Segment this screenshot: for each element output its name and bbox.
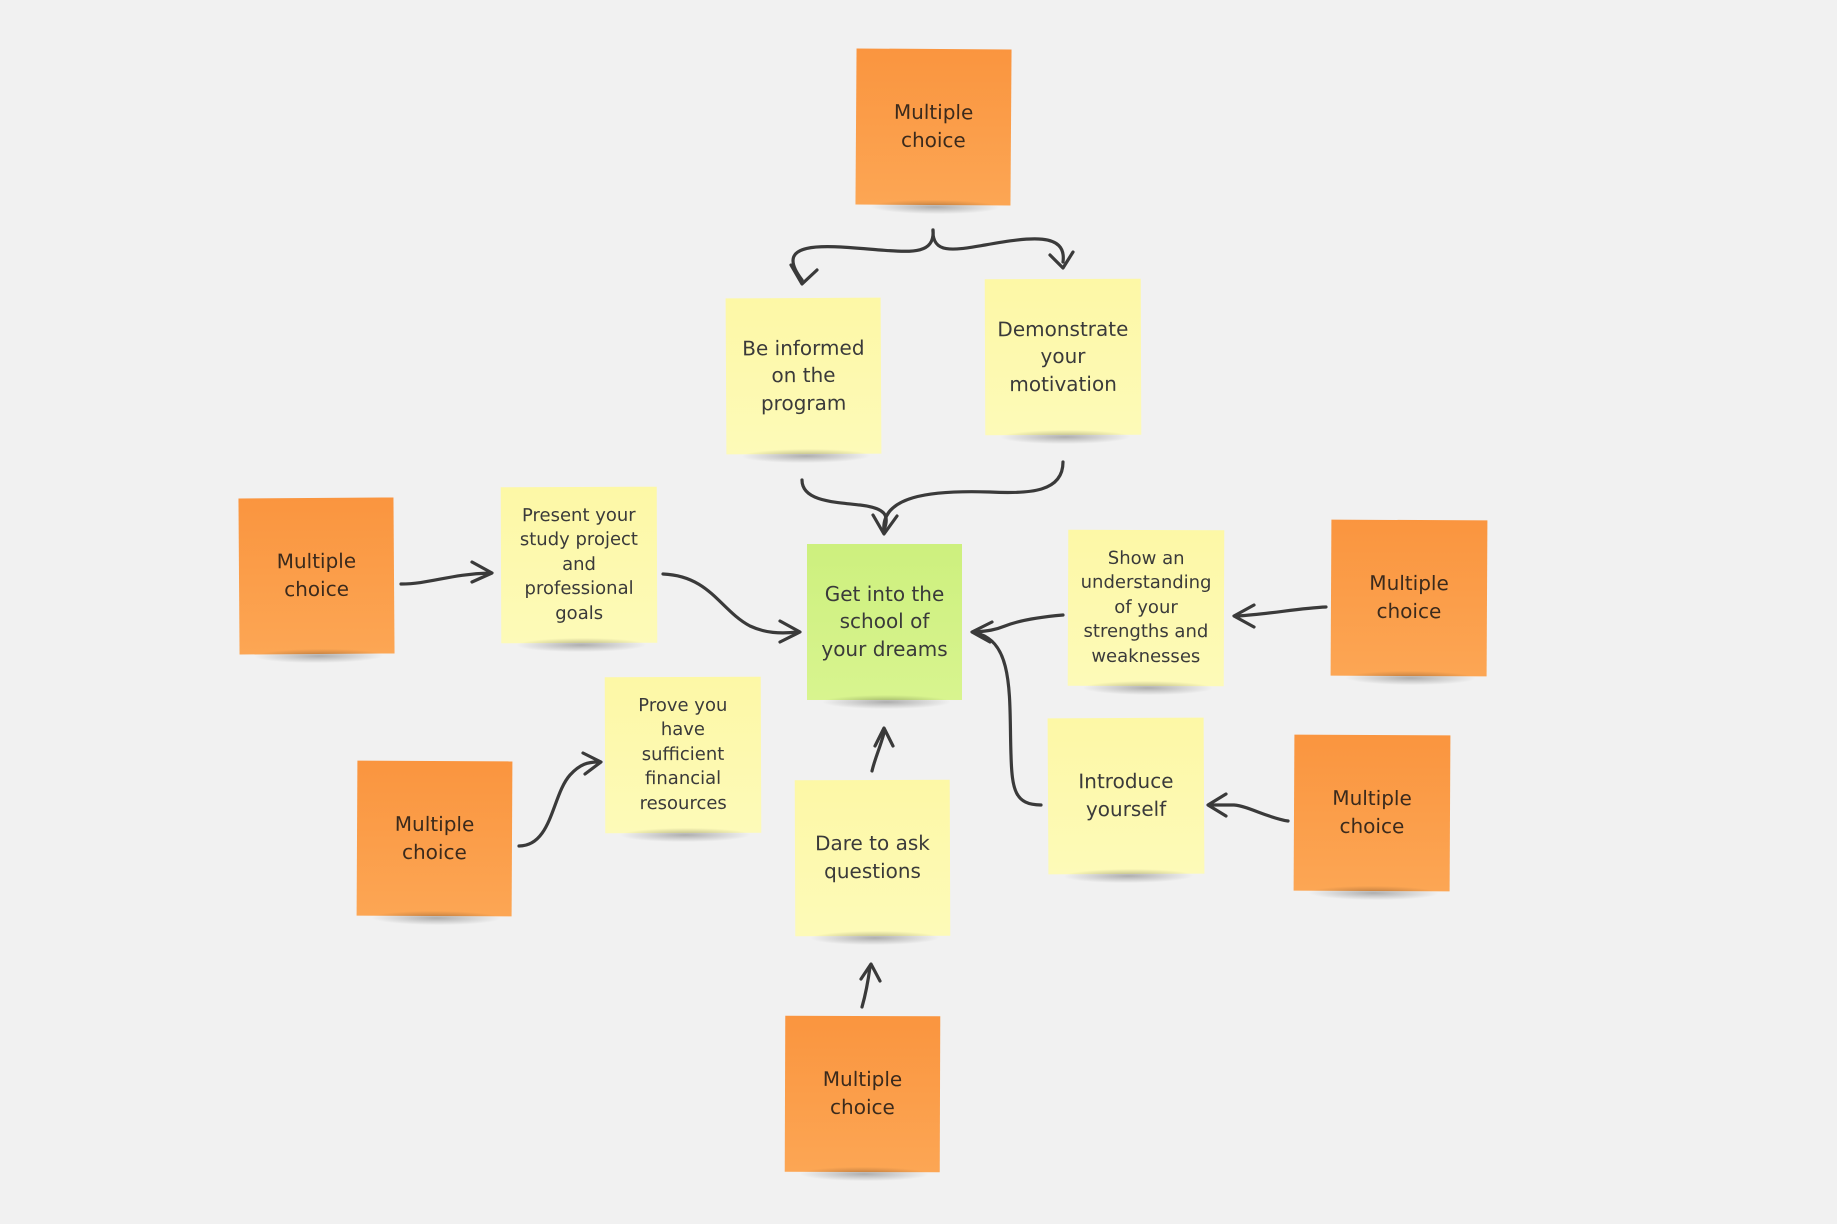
connector-choice-bottom-to-questions [860, 965, 872, 1009]
note-text: Prove you have sufficient financial reso… [638, 694, 728, 814]
note-text: Multiple choice [394, 811, 475, 864]
sticky-note-choice-top[interactable]: Multiple choice [855, 48, 1012, 206]
connector-introduce-to-center [973, 631, 1043, 807]
sticky-note-introduce[interactable]: Introduce yourself [1047, 717, 1205, 875]
connector-choice-left-to-study [399, 571, 492, 586]
note-text: Multiple choice [822, 1067, 903, 1120]
sticky-note-center-goal[interactable]: Get into the school of your dreams [807, 544, 962, 709]
arrowhead [873, 726, 895, 748]
note-text: Get into the school of your dreams [821, 581, 948, 661]
connector-choice-right-to-strengths [1236, 605, 1328, 618]
sticky-note-informed[interactable]: Be informed on the program [725, 297, 882, 455]
sticky-note-questions[interactable]: Dare to ask questions [794, 779, 951, 937]
note-text: Multiple choice [893, 100, 974, 153]
note-text: Introduce yourself [1078, 769, 1174, 822]
note-text: Present your study project and professio… [519, 504, 639, 624]
connector-choice-top-to-informed [791, 228, 935, 282]
note-text: Dare to ask questions [815, 831, 930, 884]
arrowhead [1232, 603, 1256, 629]
arrowhead [970, 620, 994, 644]
arrowhead [789, 263, 819, 286]
arrowhead [470, 560, 494, 584]
arrowhead [1048, 250, 1075, 270]
note-text: Multiple choice [1369, 571, 1449, 624]
connector-choice-bottomright-to-introduce [1210, 803, 1290, 823]
connector-choice-top-to-motivation [931, 228, 1065, 264]
sticky-note-choice-left[interactable]: Multiple choice [238, 497, 395, 655]
sticky-note-choice-right[interactable]: Multiple choice [1330, 519, 1488, 677]
connector-choice-bottomleft-to-financial [517, 760, 600, 848]
note-text: Show an understanding of your strengths … [1080, 547, 1212, 667]
arrowhead [871, 513, 899, 536]
note-text: Be informed on the program [742, 335, 865, 416]
connector-informed-to-center [800, 478, 888, 532]
sticky-note-financial[interactable]: Prove you have sufficient financial reso… [604, 676, 762, 834]
connector-strengths-to-center [973, 613, 1065, 634]
arrowhead [778, 619, 802, 644]
sticky-note-choice-bottom-right[interactable]: Multiple choice [1293, 734, 1451, 892]
sticky-note-choice-bottom-left[interactable]: Multiple choice [356, 760, 513, 917]
note-text: Multiple choice [1332, 786, 1412, 839]
connector-study-to-center [661, 572, 800, 635]
sticky-note-choice-bottom[interactable]: Multiple choice [784, 1015, 941, 1173]
sticky-note-motivation[interactable]: Demonstrate your motivation [984, 278, 1142, 436]
arrowhead [859, 962, 882, 983]
connector-questions-to-center [870, 731, 886, 773]
note-text: Demonstrate your motivation [997, 316, 1129, 396]
connector-motivation-to-center [882, 460, 1065, 534]
arrowhead [581, 751, 603, 776]
arrowhead [1206, 792, 1228, 818]
sticky-note-study-project[interactable]: Present your study project and professio… [500, 486, 658, 644]
sticky-note-strengths[interactable]: Show an understanding of your strengths … [1067, 529, 1225, 687]
note-text: Multiple choice [276, 549, 357, 602]
